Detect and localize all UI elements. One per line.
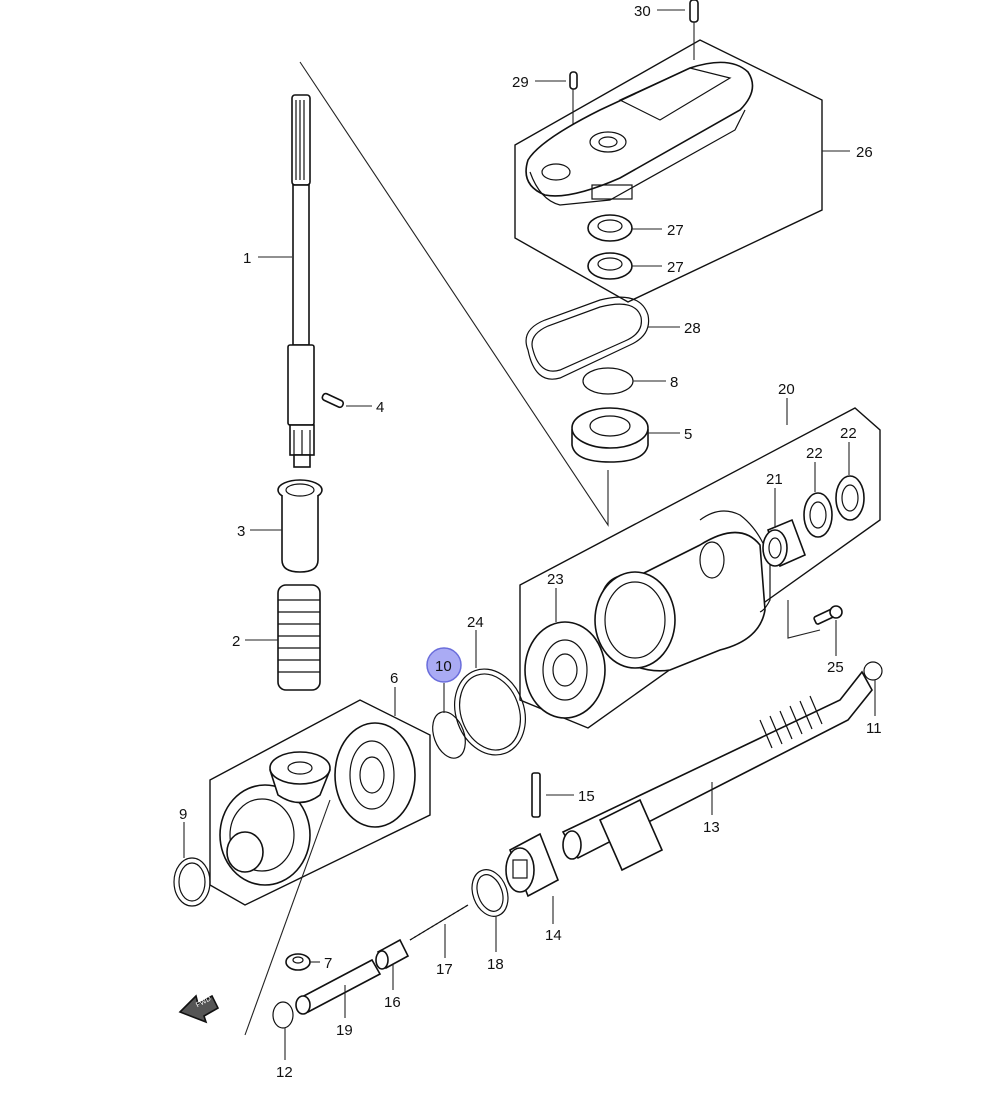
callout-12[interactable]: 12 (276, 1064, 293, 1081)
part-20-propeller-shaft-housing[interactable] (594, 510, 771, 672)
callout-24[interactable]: 24 (467, 614, 484, 631)
guide-line-upper (299, 61, 609, 527)
part-26-bracket-plate[interactable] (525, 61, 754, 206)
part-6-gear-set[interactable] (219, 722, 416, 886)
callout-30[interactable]: 30 (634, 3, 651, 20)
part-21-needle-bearing[interactable] (762, 518, 807, 568)
part-19-shift-rod[interactable] (295, 958, 382, 1015)
callout-4[interactable]: 4 (376, 399, 384, 416)
callout-5[interactable]: 5 (684, 426, 692, 443)
part-2-spring[interactable] (277, 584, 321, 691)
callout-16[interactable]: 16 (384, 994, 401, 1011)
callout-11[interactable]: 11 (866, 720, 882, 737)
callout-26[interactable]: 26 (856, 144, 873, 161)
callout-15[interactable]: 15 (578, 788, 595, 805)
callout-1[interactable]: 1 (243, 250, 251, 267)
callout-labels: 30 29 26 27 27 28 8 5 1 4 3 2 20 21 22 2… (179, 3, 882, 1081)
part-1-driveshaft[interactable] (287, 94, 315, 468)
part-22-oil-seal-b[interactable] (835, 475, 865, 521)
callout-22-b[interactable]: 22 (840, 425, 857, 442)
selected-callout-highlight (426, 647, 462, 683)
leader-lines (183, 9, 876, 1060)
part-13-propeller-shaft[interactable] (561, 670, 873, 872)
callout-21[interactable]: 21 (766, 471, 783, 488)
callout-23[interactable]: 23 (547, 571, 564, 588)
part-29-pin[interactable] (569, 71, 578, 90)
part-27-oil-seal-upper[interactable] (587, 214, 633, 242)
callout-14[interactable]: 14 (545, 927, 562, 944)
part-25-bolt[interactable] (813, 605, 843, 625)
part-11-circlip[interactable] (863, 661, 883, 681)
part-24-o-ring[interactable] (443, 659, 537, 765)
callout-19[interactable]: 19 (336, 1022, 353, 1039)
callout-29[interactable]: 29 (512, 74, 529, 91)
part-10-shim-ring[interactable] (427, 707, 472, 762)
part-8-o-ring[interactable] (582, 367, 634, 395)
part-7-nut[interactable] (285, 953, 311, 971)
callout-25[interactable]: 25 (827, 659, 844, 676)
callout-13[interactable]: 13 (703, 819, 720, 836)
part-22-oil-seal-a[interactable] (803, 492, 833, 538)
callout-22-a[interactable]: 22 (806, 445, 823, 462)
part-23-bearing[interactable] (524, 621, 606, 719)
part-18-spring-ring[interactable] (466, 865, 514, 922)
part-17-spring[interactable] (409, 904, 469, 941)
part-28-gasket[interactable] (525, 296, 650, 380)
fwd-direction-arrow: FWD (178, 994, 220, 1024)
callout-3[interactable]: 3 (237, 523, 245, 540)
part-15-pin[interactable] (531, 772, 541, 818)
callout-10[interactable]: 10 (435, 658, 452, 675)
callout-20[interactable]: 20 (778, 381, 795, 398)
callout-2[interactable]: 2 (232, 633, 240, 650)
callout-27-upper[interactable]: 27 (667, 222, 684, 239)
callout-8[interactable]: 8 (670, 374, 678, 391)
callout-18[interactable]: 18 (487, 956, 504, 973)
callout-27-lower[interactable]: 27 (667, 259, 684, 276)
part-4-key[interactable] (321, 392, 345, 409)
part-3-sleeve[interactable] (277, 479, 323, 573)
callout-28[interactable]: 28 (684, 320, 701, 337)
guide-line-lower (244, 799, 331, 1036)
part-12-washer[interactable] (272, 1001, 294, 1029)
group-frame-26 (514, 39, 823, 303)
callout-7[interactable]: 7 (324, 955, 332, 972)
part-16-push-rod[interactable] (375, 938, 410, 970)
callout-17[interactable]: 17 (436, 961, 453, 978)
callout-9[interactable]: 9 (179, 806, 187, 823)
part-5-bearing[interactable] (571, 407, 649, 463)
part-27-oil-seal-lower[interactable] (587, 252, 633, 280)
part-14-clutch[interactable] (505, 832, 560, 898)
part-9-shim[interactable] (173, 857, 211, 907)
group-frame-20 (519, 407, 881, 729)
part-30-pin[interactable] (689, 0, 699, 23)
callout-6[interactable]: 6 (390, 670, 398, 687)
